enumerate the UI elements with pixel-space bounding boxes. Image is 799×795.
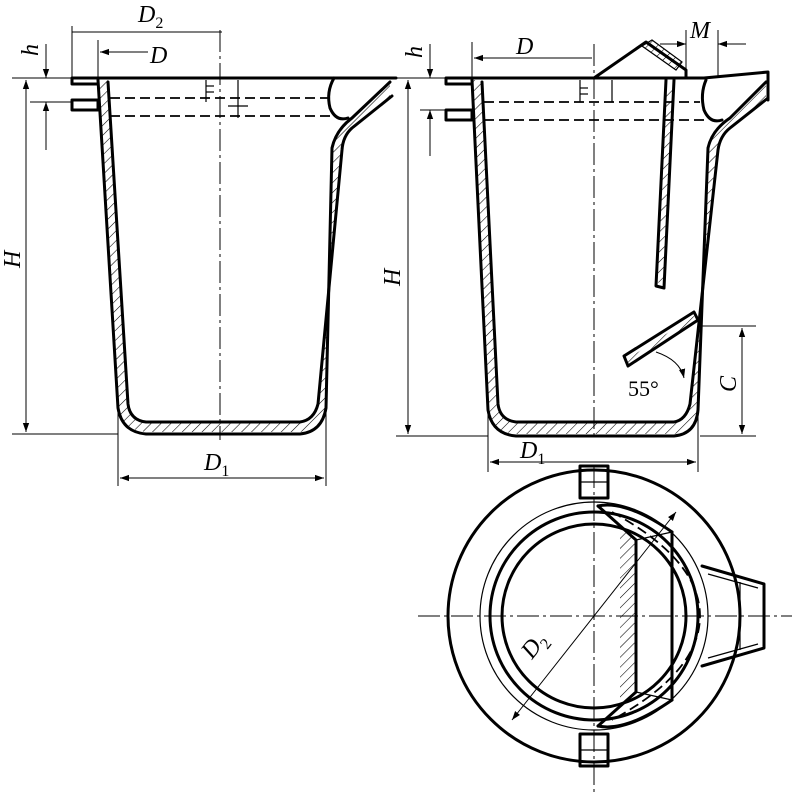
plan-view: D2 <box>418 464 792 792</box>
left-h-label: h <box>18 44 44 56</box>
left-D2-label: D2 <box>137 2 163 32</box>
right-top-rim <box>444 70 770 102</box>
plan-D2-label: D2 <box>516 628 556 667</box>
left-H-label: H <box>0 249 26 269</box>
right-wall-lining <box>472 80 766 434</box>
right-pour-channel <box>622 310 700 368</box>
plan-ring-2 <box>479 501 709 731</box>
right-angle-label: 55° <box>628 376 659 401</box>
right-ladle-section <box>444 39 770 440</box>
right-baffle-hatch <box>656 88 674 284</box>
right-dimensions: H h D M C 55° D1 <box>380 18 756 472</box>
plan-spout-line <box>707 643 759 659</box>
left-dimensions: H h D2 D D1 <box>0 2 327 486</box>
right-H-label: H <box>380 267 406 287</box>
plan-spout <box>700 564 766 668</box>
right-inner-lining <box>480 80 770 424</box>
right-D1-label: D1 <box>519 438 545 468</box>
left-spout <box>327 76 350 121</box>
right-angle-arc <box>655 351 686 379</box>
plan-D2-dimension-line <box>511 511 677 721</box>
plan-spout-line <box>707 573 759 589</box>
left-outer-shell <box>96 78 392 436</box>
right-M-label: M <box>689 18 712 44</box>
right-outer-shell <box>470 78 768 438</box>
left-ladle-section <box>70 30 398 440</box>
right-pour-channel-hatch <box>626 316 696 364</box>
right-C-label: C <box>716 375 742 392</box>
plan-baffle-hatch <box>620 524 636 708</box>
right-top-cover-hatch <box>640 39 683 71</box>
right-D-label: D <box>515 34 533 60</box>
left-top-rim <box>70 76 398 86</box>
left-lug <box>70 98 100 112</box>
left-inner-lining <box>106 80 394 424</box>
left-D1-label: D1 <box>203 450 229 480</box>
right-h-label: h <box>402 46 428 58</box>
right-lug <box>444 108 474 122</box>
left-D-label: D <box>149 43 167 69</box>
right-spout <box>700 78 724 123</box>
